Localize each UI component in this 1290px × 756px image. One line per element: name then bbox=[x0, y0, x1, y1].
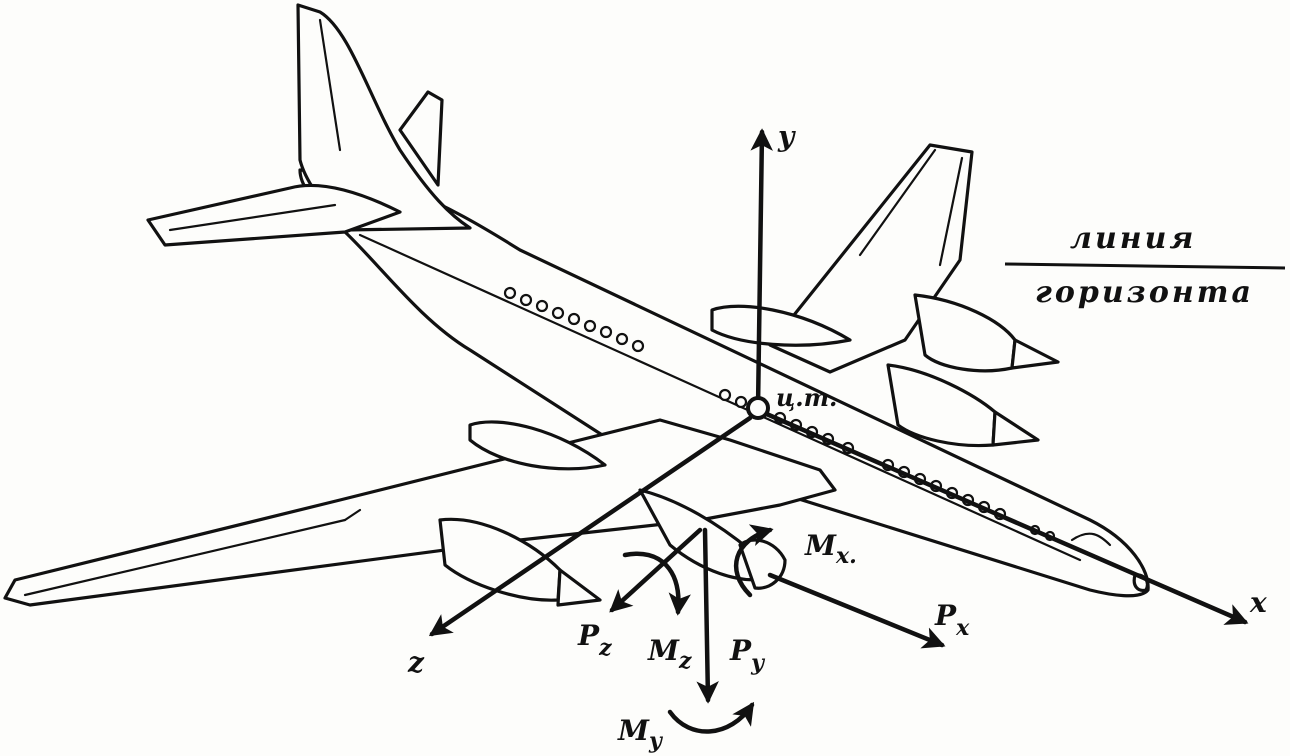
moment-mx-arc bbox=[733, 524, 774, 598]
moment-mx-label: Mx. bbox=[804, 529, 857, 569]
horizon-label-line1: линия bbox=[1070, 221, 1196, 256]
z-axis-line bbox=[428, 415, 753, 637]
moments bbox=[622, 524, 774, 734]
horizon-line bbox=[1004, 262, 1286, 270]
moment-mx-sub: x. bbox=[835, 543, 857, 569]
axes bbox=[428, 128, 1249, 637]
moment-my-sub: y bbox=[648, 728, 664, 754]
force-py-arrow bbox=[696, 527, 719, 704]
horizon-label-line2: горизонта bbox=[1035, 275, 1254, 310]
x-axis-line bbox=[759, 409, 1249, 625]
force-py-label: Py bbox=[729, 634, 766, 676]
force-px-main: P bbox=[934, 599, 957, 632]
cg-label: ц.т. bbox=[776, 383, 837, 412]
force-pz-label: Pz bbox=[577, 619, 612, 661]
force-py-main: P bbox=[729, 634, 752, 667]
force-px-arrow bbox=[767, 572, 946, 649]
moment-mz-sub: z bbox=[678, 648, 692, 674]
force-pz-arrow bbox=[609, 527, 703, 613]
force-py-sub: y bbox=[750, 650, 766, 676]
center-of-gravity-marker bbox=[746, 396, 770, 420]
moment-my-label: My bbox=[617, 714, 664, 754]
horizontal-stabilizer bbox=[146, 183, 402, 247]
force-px-label: Px bbox=[934, 599, 970, 641]
moment-mz-arc bbox=[622, 551, 691, 616]
left-wing bbox=[3, 418, 837, 607]
moment-mx-main: M bbox=[804, 529, 837, 562]
moment-mz-main: M bbox=[647, 634, 680, 667]
axis-z-label: z bbox=[407, 646, 425, 679]
moment-my-main: M bbox=[617, 714, 650, 747]
force-pz-sub: z bbox=[598, 635, 612, 661]
axis-x-label: x bbox=[1249, 586, 1267, 619]
forces bbox=[609, 527, 946, 704]
force-px-sub: x bbox=[955, 615, 970, 641]
force-pz-main: P bbox=[577, 619, 600, 652]
moment-mz-label: Mz bbox=[647, 634, 692, 674]
y-axis-line bbox=[750, 128, 773, 411]
right-engines bbox=[710, 293, 1060, 448]
axis-y-label: y bbox=[777, 120, 796, 153]
moment-my-arc bbox=[667, 701, 755, 734]
